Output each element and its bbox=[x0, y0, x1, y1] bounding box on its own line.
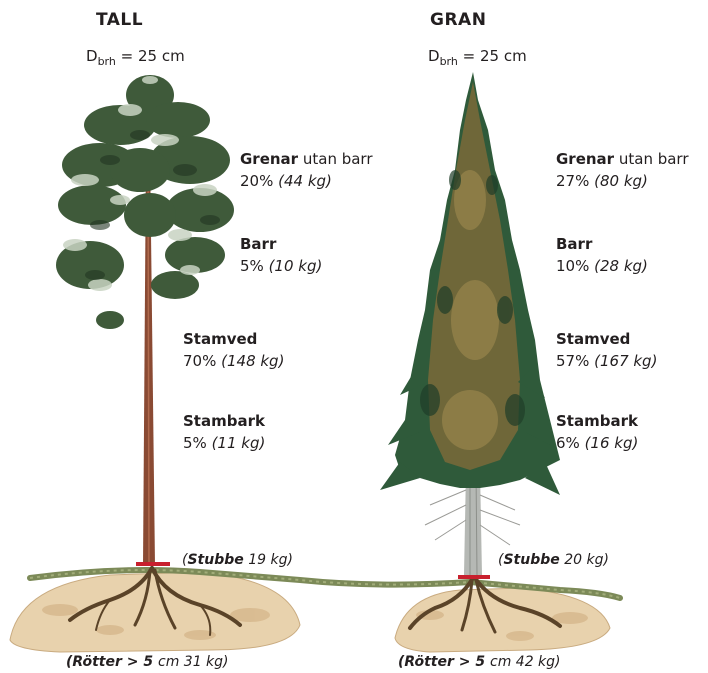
pine-stemwood-label: Stamved 70% (148 kg) bbox=[183, 328, 284, 372]
spruce-needles-label: Barr 10% (28 kg) bbox=[556, 233, 648, 277]
pine-stembark-label: Stambark 5% (11 kg) bbox=[183, 410, 265, 454]
pine-roots-label: (Rötter > 5 cm 31 kg) bbox=[66, 654, 229, 670]
pine-needles-label: Barr 5% (10 kg) bbox=[240, 233, 322, 277]
pine-branches-label: Grenar utan barr 20% (44 kg) bbox=[240, 148, 373, 192]
spruce-stembark-label: Stambark 6% (16 kg) bbox=[556, 410, 638, 454]
pine-dbh-label: Dbrh = 25 cm bbox=[86, 47, 185, 68]
spruce-branches-label: Grenar utan barr 27% (80 kg) bbox=[556, 148, 689, 192]
pine-title: TALL bbox=[96, 10, 143, 30]
pine-stump-label: (Stubbe 19 kg) bbox=[182, 552, 293, 568]
spruce-stump-marker bbox=[458, 575, 490, 579]
spruce-title: GRAN bbox=[430, 10, 486, 30]
spruce-stemwood-label: Stamved 57% (167 kg) bbox=[556, 328, 657, 372]
spruce-roots-label: (Rötter > 5 cm 42 kg) bbox=[398, 654, 561, 670]
spruce-stump-label: (Stubbe 20 kg) bbox=[498, 552, 609, 568]
pine-stump-marker bbox=[136, 562, 170, 566]
spruce-crown bbox=[380, 72, 560, 495]
spruce-dbh-label: Dbrh = 25 cm bbox=[428, 47, 527, 68]
